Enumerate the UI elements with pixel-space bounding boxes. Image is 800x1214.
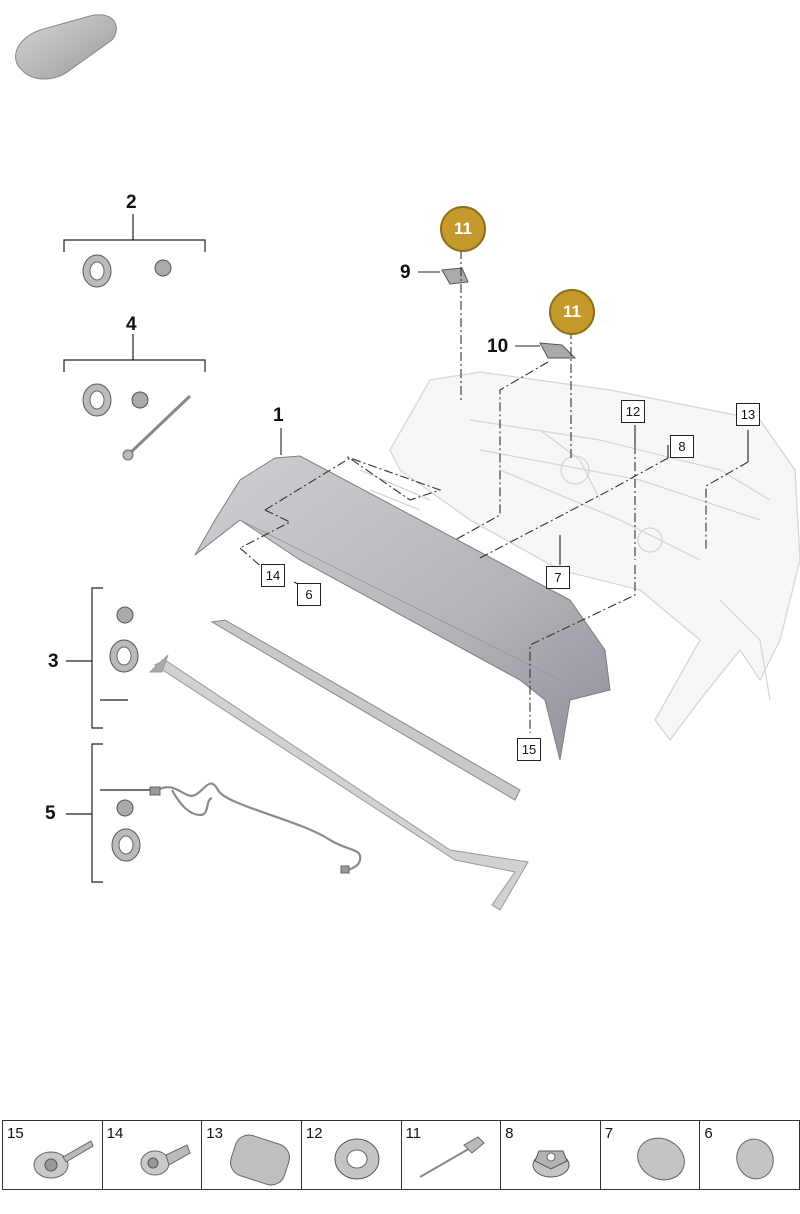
parts-cell-15: 15 bbox=[3, 1121, 103, 1189]
bracket-group-4 bbox=[63, 334, 206, 372]
grommet-3 bbox=[109, 639, 139, 673]
nut-5 bbox=[116, 799, 134, 817]
grommet-4 bbox=[82, 383, 112, 417]
boxed-label-7: 7 bbox=[546, 566, 570, 589]
bracket-group-2 bbox=[63, 214, 206, 252]
callout-4: 4 bbox=[126, 314, 137, 335]
bracket-group-5 bbox=[66, 743, 150, 883]
callout-2: 2 bbox=[126, 192, 137, 213]
callout-3: 3 bbox=[48, 651, 59, 672]
decklid-frame bbox=[359, 371, 800, 742]
parts-cell-7: 7 bbox=[601, 1121, 701, 1189]
part-number: 13 bbox=[206, 1125, 223, 1142]
rear-spoiler bbox=[194, 455, 611, 761]
boxed-label-14: 14 bbox=[261, 564, 285, 587]
nut-2 bbox=[154, 259, 172, 277]
callout-9: 9 bbox=[400, 262, 411, 283]
callout-10: 10 bbox=[487, 336, 509, 357]
torx-bolt-icon bbox=[140, 1144, 191, 1176]
part-number: 14 bbox=[106, 1125, 124, 1142]
part-number: 11 bbox=[405, 1125, 422, 1142]
boxed-label-15: 15 bbox=[517, 738, 541, 761]
seal-strip bbox=[148, 619, 529, 911]
bracket-9 bbox=[441, 267, 469, 285]
parts-cell-14: 14 bbox=[103, 1121, 203, 1189]
part-number: 7 bbox=[604, 1125, 614, 1142]
parts-legend-table: 15 14 13 12 11 8 bbox=[2, 1120, 800, 1190]
grommet-icon bbox=[334, 1138, 380, 1180]
part-number: 12 bbox=[305, 1125, 323, 1142]
callout-1: 1 bbox=[273, 405, 284, 426]
gas-strut-4 bbox=[122, 394, 192, 461]
leader-lines bbox=[280, 271, 749, 586]
flange-nut-icon bbox=[532, 1150, 570, 1178]
round-cap-icon bbox=[736, 1138, 775, 1180]
dashed-leader-lines bbox=[239, 250, 749, 733]
nut-3 bbox=[116, 606, 134, 624]
part-number: 8 bbox=[505, 1125, 514, 1142]
grommet-5 bbox=[111, 828, 141, 862]
boxed-label-13: 13 bbox=[736, 403, 760, 426]
bracket-10 bbox=[539, 342, 577, 359]
parts-cell-12: 12 bbox=[302, 1121, 402, 1189]
oval-pad-icon bbox=[230, 1134, 291, 1186]
parts-cell-13: 13 bbox=[202, 1121, 302, 1189]
rivet-icon bbox=[419, 1136, 485, 1178]
parts-cell-11: 11 bbox=[402, 1121, 502, 1189]
boxed-label-6: 6 bbox=[297, 583, 321, 606]
wiring-harness bbox=[149, 782, 362, 874]
boxed-label-12: 12 bbox=[621, 400, 645, 423]
part-number: 6 bbox=[704, 1125, 713, 1142]
oval-cap-icon bbox=[636, 1137, 685, 1181]
bracket-group-3 bbox=[66, 587, 128, 729]
parts-cell-6: 6 bbox=[700, 1121, 799, 1189]
part-number: 15 bbox=[7, 1125, 24, 1142]
torx-bolt-flange-icon bbox=[33, 1140, 94, 1179]
parts-cell-8: 8 bbox=[501, 1121, 601, 1189]
callout-5: 5 bbox=[45, 803, 56, 824]
nut-4 bbox=[131, 391, 149, 409]
gold-marker-11-b: 11 bbox=[549, 289, 595, 335]
boxed-label-8: 8 bbox=[670, 435, 694, 458]
grommet-2 bbox=[82, 254, 112, 288]
gold-marker-11-a: 11 bbox=[440, 206, 486, 252]
car-thumbnail-icon bbox=[15, 14, 117, 80]
